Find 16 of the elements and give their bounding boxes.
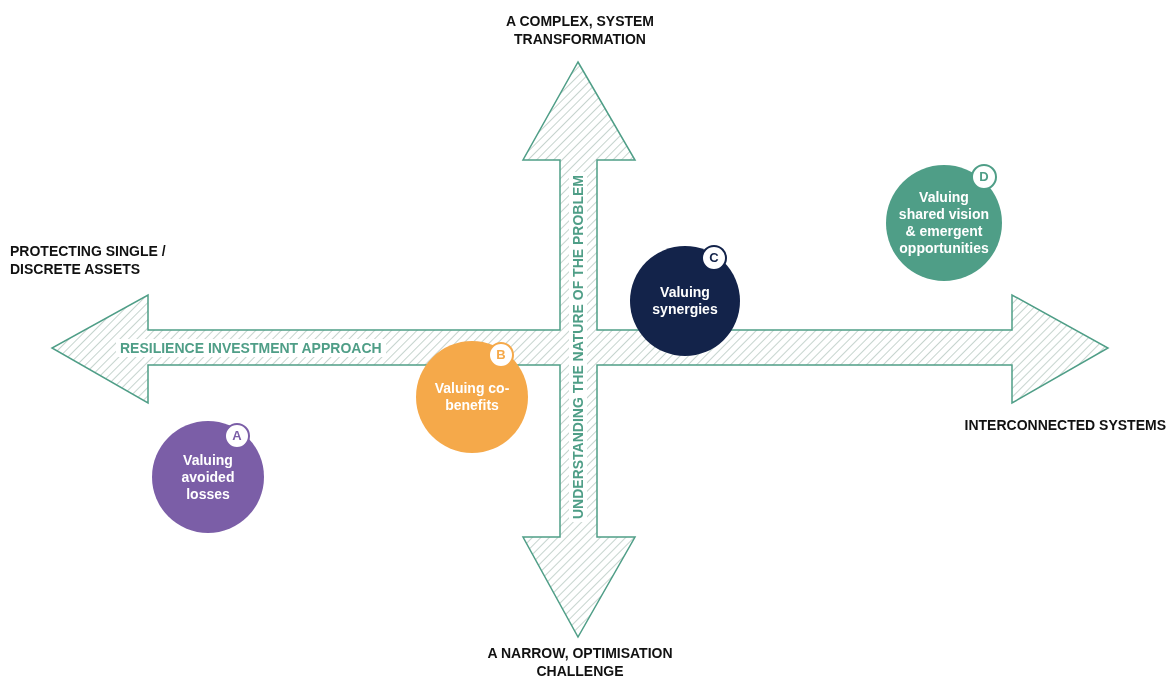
circle-text: Valuing shared vision & emergent opportunities	[897, 189, 991, 257]
axis-title: UNDERSTANDING THE NATURE OF THE PROBLEM	[569, 172, 587, 522]
axis-end-label: A COMPLEX, SYSTEM TRANSFORMATION	[504, 12, 656, 48]
axis-end-label: PROTECTING SINGLE / DISCRETE ASSETS	[10, 242, 167, 278]
axis-title: RESILIENCE INVESTMENT APPROACH	[116, 339, 386, 357]
circle-text: Valuing synergies	[651, 284, 719, 318]
axis-end-label: A NARROW, OPTIMISATION CHALLENGE	[486, 644, 674, 678]
letter-badge: B	[488, 342, 514, 368]
letter-badge: C	[701, 245, 727, 271]
axis-end-label: INTERCONNECTED SYSTEMS	[963, 416, 1166, 434]
circle-text: Valuing co-benefits	[433, 380, 511, 414]
letter-badge: A	[224, 423, 250, 449]
value-circle	[416, 341, 528, 453]
value-circle	[630, 246, 740, 356]
circle-text: Valuing avoided losses	[180, 451, 236, 503]
letter-badge: D	[971, 164, 997, 190]
